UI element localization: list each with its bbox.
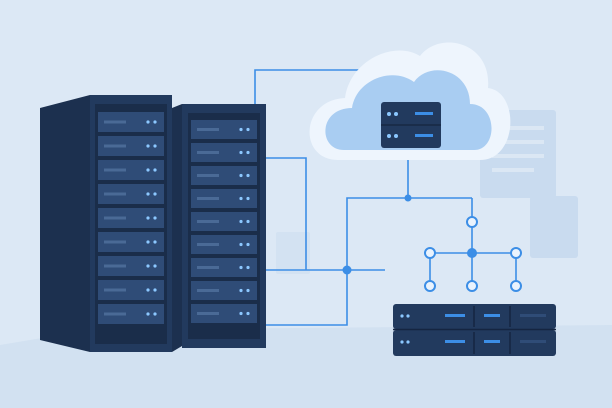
- rack-unit-led: [246, 288, 250, 293]
- rack-unit-led: [146, 288, 150, 292]
- rack-unit-slot: [197, 243, 219, 246]
- tree-node: [510, 280, 522, 292]
- rack-unit-led: [239, 196, 243, 201]
- rack-unit-slot: [197, 266, 219, 269]
- rack-unit-slot: [197, 220, 219, 223]
- rack-unit-slot: [197, 151, 219, 154]
- rack-unit-slot: [197, 312, 219, 315]
- rack-unit-slot: [104, 192, 126, 196]
- server-rack-left: [40, 95, 172, 352]
- rack-unit-slot: [104, 168, 126, 172]
- rack-unit: [191, 212, 257, 231]
- rack-unit-led: [246, 173, 250, 178]
- rack-unit: [191, 120, 257, 139]
- rack-unit-led: [146, 264, 150, 268]
- rack-unit: [191, 281, 257, 300]
- network-tree: [424, 216, 522, 292]
- tree-node: [424, 247, 436, 259]
- rack-unit-slot: [104, 264, 126, 268]
- rack-unit-led: [239, 265, 243, 270]
- rack-unit: [98, 160, 164, 180]
- rack-unit-led: [246, 196, 250, 201]
- rack-unit-led: [153, 312, 157, 316]
- rack-unit-led: [153, 288, 157, 292]
- rack-unit: [191, 166, 257, 185]
- rack-unit-led: [246, 311, 250, 316]
- rack-unit-slot: [197, 174, 219, 177]
- tree-node: [466, 280, 478, 292]
- rack-unit: [191, 258, 257, 277]
- rack-unit: [191, 304, 257, 323]
- rack-unit-led: [153, 216, 157, 220]
- rack-unit: [98, 208, 164, 228]
- rack-unit-led: [146, 240, 150, 244]
- rack-unit-led: [246, 242, 250, 247]
- blade-server-stack: [393, 304, 556, 356]
- rack-unit: [98, 232, 164, 252]
- tree-node: [510, 247, 522, 259]
- rack-unit-slot: [104, 312, 126, 316]
- rack-unit: [98, 184, 164, 204]
- rack-unit-led: [239, 127, 243, 132]
- rack-unit: [98, 136, 164, 156]
- rack-unit-led: [239, 311, 243, 316]
- rack-unit-led: [153, 240, 157, 244]
- rack-unit-led: [153, 264, 157, 268]
- rack-unit: [98, 112, 164, 132]
- rack-unit-led: [153, 144, 157, 148]
- rack-unit-led: [153, 120, 157, 124]
- rack-unit-slot: [197, 289, 219, 292]
- rack-unit-led: [146, 192, 150, 196]
- rack-unit-led: [146, 168, 150, 172]
- rack-unit-led: [146, 312, 150, 316]
- rack-unit-led: [146, 120, 150, 124]
- rack-unit-led: [146, 216, 150, 220]
- rack-unit-slot: [197, 128, 219, 131]
- rack-unit: [98, 256, 164, 276]
- rack-unit-slot: [197, 197, 219, 200]
- rack-unit-slot: [104, 288, 126, 292]
- tree-node: [424, 280, 436, 292]
- rack-unit: [98, 280, 164, 300]
- rack-unit-led: [239, 173, 243, 178]
- cloud-icon: [309, 42, 511, 160]
- rack-unit: [191, 235, 257, 254]
- rack-unit: [98, 304, 164, 324]
- junction-dot: [404, 194, 412, 202]
- rack-unit-led: [239, 219, 243, 224]
- rack-unit-led: [246, 150, 250, 155]
- rack-unit-slot: [104, 216, 126, 220]
- rack-unit-led: [239, 242, 243, 247]
- rack-unit-led: [153, 192, 157, 196]
- rack-unit-slot: [104, 120, 126, 124]
- rack-unit-led: [146, 144, 150, 148]
- rack-unit: [191, 143, 257, 162]
- rack-unit-slot: [104, 144, 126, 148]
- junction-dot: [342, 265, 352, 275]
- rack-unit-led: [239, 150, 243, 155]
- rack-unit-led: [239, 288, 243, 293]
- rack-unit-led: [153, 168, 157, 172]
- rack-unit-led: [246, 265, 250, 270]
- rack-unit-led: [246, 127, 250, 132]
- rack-unit-led: [246, 219, 250, 224]
- rack-unit: [191, 189, 257, 208]
- rack-unit-slot: [104, 240, 126, 244]
- tree-node: [466, 216, 478, 228]
- tree-node: [467, 248, 477, 258]
- server-rack-right: [172, 104, 266, 352]
